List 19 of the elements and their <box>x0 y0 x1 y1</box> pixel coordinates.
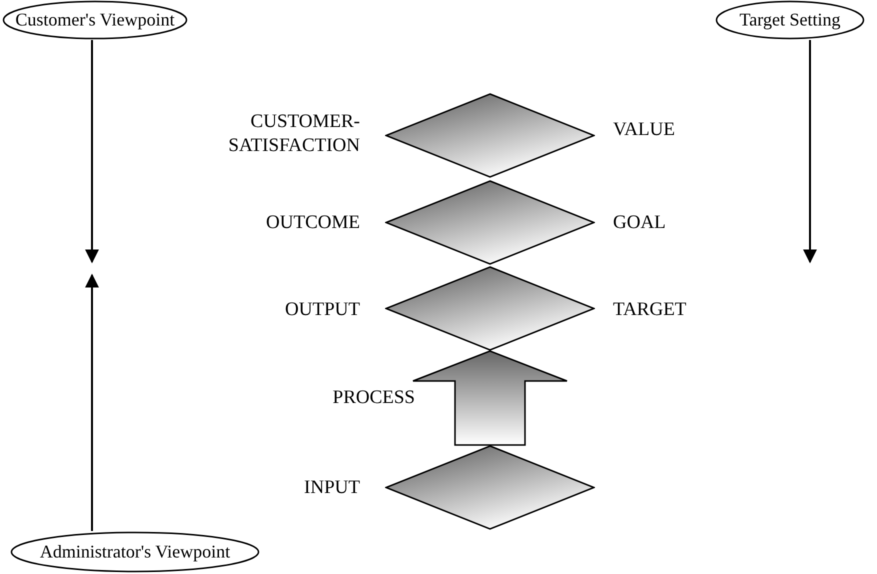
diamond <box>385 180 595 265</box>
ellipse-label: Target Setting <box>740 10 840 30</box>
diamond <box>385 266 595 351</box>
ellipse-label: Administrator's Viewpoint <box>40 542 230 562</box>
diamond <box>385 445 595 530</box>
stage-label: CUSTOMER-SATISFACTION <box>227 110 360 158</box>
stage-label: OUTPUT <box>284 298 360 322</box>
stage-label: VALUE <box>613 118 675 142</box>
stage-label: INPUT <box>303 476 360 500</box>
arrow <box>85 40 99 264</box>
arrow <box>85 274 99 531</box>
ellipse-label: Customer's Viewpoint <box>15 10 175 30</box>
stage-label: TARGET <box>613 298 686 322</box>
arrow <box>803 40 817 264</box>
block-arrow <box>412 350 568 446</box>
stage-label: GOAL <box>613 211 666 235</box>
edge-label: PROCESS <box>332 386 415 410</box>
diamond <box>385 93 595 178</box>
stage-label: OUTCOME <box>265 211 360 235</box>
